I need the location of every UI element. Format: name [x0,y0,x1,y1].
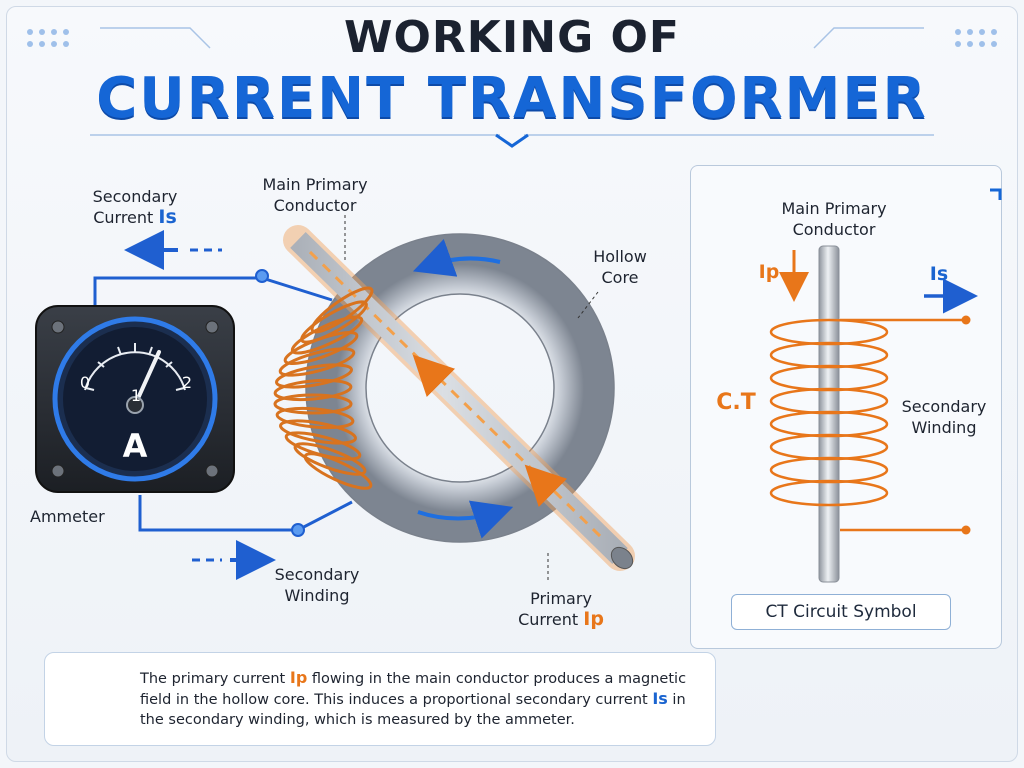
info-box [44,652,716,746]
ammeter-unit: A [122,427,148,465]
secondary-current-label: Secondary Current Is [92,187,178,228]
ammeter-scale-1: 1 [130,386,142,405]
symbol-panel [690,165,1002,649]
terminal-bottom [291,523,305,537]
secondary-winding-label: Secondary Winding [274,565,360,605]
symbol-ct-label: C.T [716,390,756,415]
symbol-secondary-winding-label: Secondary Winding [901,397,987,437]
ammeter-scale-0: 0 [79,373,91,392]
ct-symbol-caption: CT Circuit Symbol [731,594,951,630]
ct-symbol [769,245,978,583]
title-line-2: CURRENT TRANSFORMER [96,66,928,131]
decorative-dots [27,29,997,47]
primary-current-label: Primary Current Ip [518,589,604,630]
ammeter-scale-2: 2 [181,373,193,392]
ammeter-needle [133,350,161,407]
corner-line-right [813,27,924,49]
terminal-top [255,269,269,283]
symbol-main-primary-label: Main Primary Conductor [781,199,887,239]
title-chevron-icon [495,133,529,148]
flux-arrow-bottom [417,500,514,539]
corner-line-left [100,27,211,49]
secondary-wires [93,276,353,532]
main-primary-conductor-label: Main Primary Conductor [262,175,368,215]
leader-lines [344,215,599,580]
hollow-core [305,233,615,543]
symbol-ip-label: Ip [758,261,780,283]
title-line-1: WORKING OF [343,12,680,63]
info-text: The primary current Ip flowing in the ma… [140,668,687,728]
hollow-core-label: Hollow Core [593,247,647,287]
ring-winding [273,286,374,490]
symbol-is-label: Is [929,263,949,285]
ammeter [35,305,235,493]
panel-corner-accent [990,188,1002,200]
flux-arrow-top [412,239,501,277]
ammeter-label: Ammeter [30,507,105,526]
